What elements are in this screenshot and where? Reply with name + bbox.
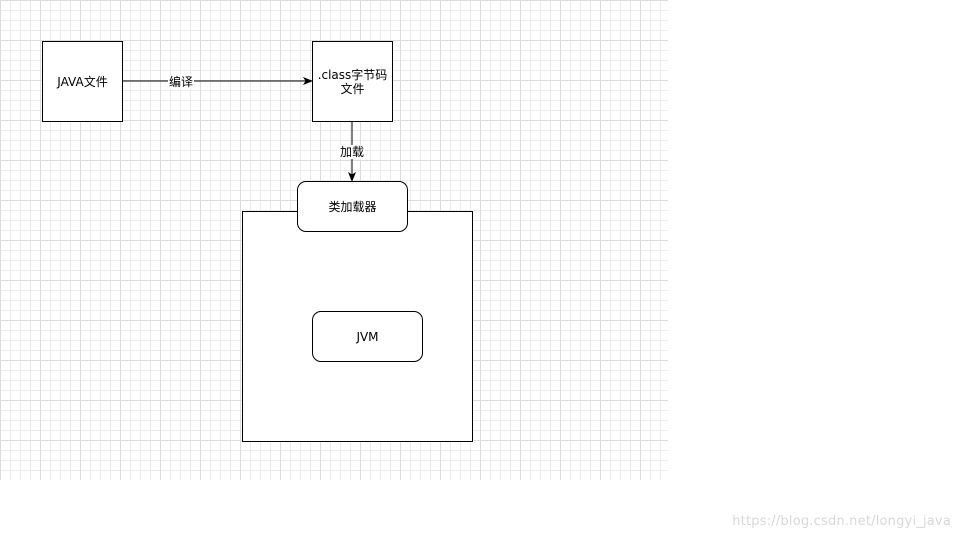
class-file-label-line1: .class字节码 xyxy=(317,67,388,82)
load-edge-label: 加载 xyxy=(339,145,366,159)
java-file-label: JAVA文件 xyxy=(57,74,108,89)
jvm-node[interactable]: JVM xyxy=(312,311,423,362)
class-file-node[interactable]: .class字节码 文件 xyxy=(312,41,393,122)
class-loader-label: 类加载器 xyxy=(328,199,377,214)
class-file-label-line2: 文件 xyxy=(340,81,365,96)
jvm-label: JVM xyxy=(356,329,379,344)
java-file-node[interactable]: JAVA文件 xyxy=(42,41,123,122)
watermark-text: https://blog.csdn.net/longyi_java xyxy=(732,514,951,529)
class-loader-node[interactable]: 类加载器 xyxy=(297,181,408,232)
compile-edge-label: 编译 xyxy=(168,75,195,89)
